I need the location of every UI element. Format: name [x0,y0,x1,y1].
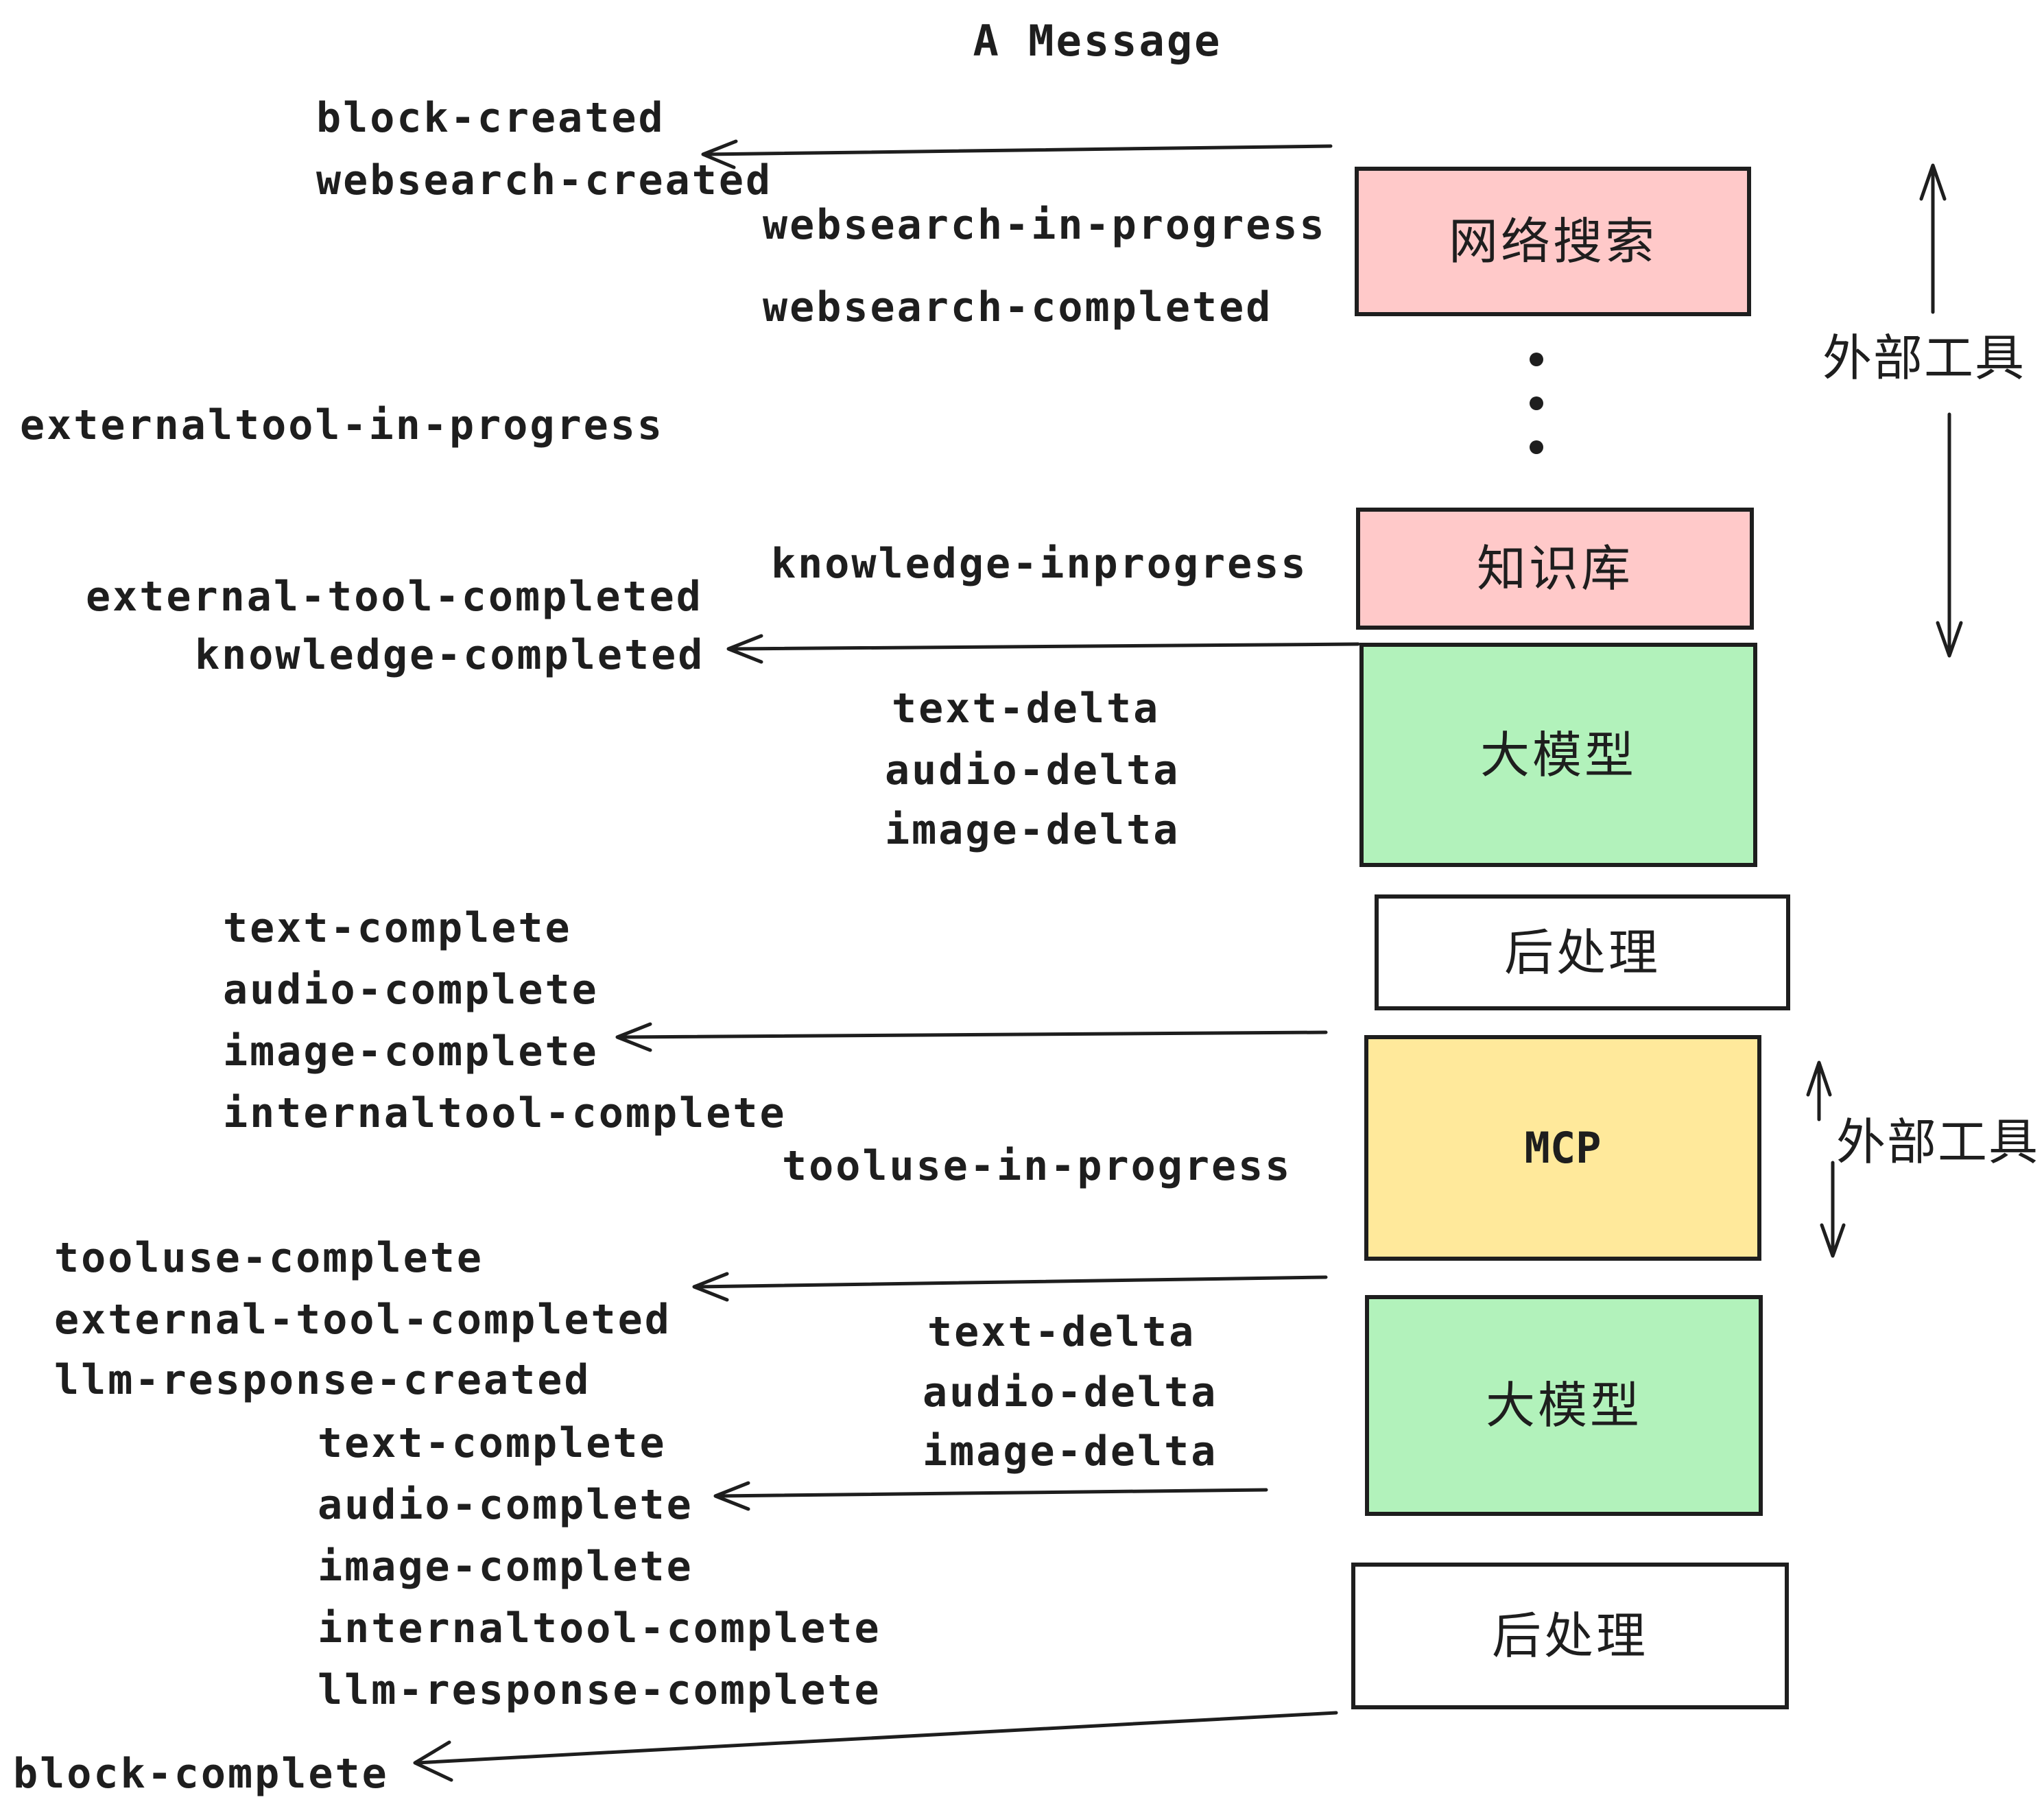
event-label-knowledge-completed: knowledge-completed [195,631,705,680]
event-label-text-delta-1: text-delta [892,685,1161,733]
box-websearch-label: 网络搜索 [1448,213,1657,270]
arrow-line-to-image-complete [619,1030,1328,1039]
diagram-title: A Message [973,16,1222,66]
event-label-text-complete-2: text-complete [318,1419,667,1468]
arrow-line-to-block-complete [415,1711,1338,1765]
event-label-websearch-completed: websearch-completed [763,283,1273,332]
box-postprocess-2-label: 后处理 [1491,1607,1648,1665]
box-llm-2: 大模型 [1365,1295,1763,1516]
ellipsis-dot-2 [1530,396,1543,410]
event-label-tooluse-in-progress: tooluse-in-progress [782,1142,1292,1191]
arrow-head-to-knowledge-completed [726,634,763,664]
arrow-line-to-audio-complete [716,1488,1268,1498]
ellipsis-dot-1 [1530,353,1543,366]
event-label-image-complete-1: image-complete [223,1028,599,1076]
box-knowledge-base: 知识库 [1356,508,1754,630]
arrow-line-to-websearch-created [704,144,1333,156]
event-label-block-complete: block-complete [13,1750,389,1799]
box-mcp-label: MCP [1524,1122,1602,1173]
arrow-head-to-tooluse-complete [692,1272,729,1302]
box-llm-1: 大模型 [1359,643,1757,867]
box-postprocess-1: 后处理 [1375,894,1790,1010]
event-label-llm-response-created: llm-response-created [54,1356,591,1405]
arrow-line-to-knowledge-completed [729,642,1360,651]
arrow-head-to-audio-complete [713,1481,750,1511]
box-mcp: MCP [1364,1035,1761,1261]
event-label-websearch-created: websearch-created [316,156,773,205]
event-label-knowledge-inprogress: knowledge-inprogress [771,540,1308,589]
event-label-external-tool-completed-2: external-tool-completed [54,1296,672,1344]
event-label-external-tool-completed-1: external-tool-completed [86,573,703,621]
event-label-websearch-in-progress: websearch-in-progress [763,201,1327,250]
arrow-head-to-block-complete [413,1740,453,1782]
box-llm-1-label: 大模型 [1479,726,1637,784]
event-label-tooluse-complete: tooluse-complete [54,1234,484,1283]
external-tools-down-arrow-head-2 [1820,1223,1846,1258]
box-knowledge-base-label: 知识库 [1476,540,1633,597]
event-label-internaltool-complete-2: internaltool-complete [318,1604,881,1653]
external-tools-up-arrow-head-2 [1806,1060,1832,1097]
event-label-externaltool-in-progress: externaltool-in-progress [20,401,664,450]
box-websearch: 网络搜索 [1355,167,1751,316]
event-label-audio-complete-1: audio-complete [223,966,599,1014]
event-label-audio-complete-2: audio-complete [318,1481,693,1530]
external-tools-down-arrow-head-1 [1936,621,1963,658]
external-tools-label-2: 外部工具 [1836,1113,2040,1171]
event-label-audio-delta-2: audio-delta [923,1368,1218,1417]
event-label-llm-response-complete: llm-response-complete [318,1666,881,1715]
event-label-image-delta-1: image-delta [885,806,1180,855]
event-label-text-delta-2: text-delta [927,1308,1196,1357]
event-label-audio-delta-1: audio-delta [885,746,1180,795]
external-tools-up-arrow-head-1 [1919,163,1947,201]
external-tools-label-1: 外部工具 [1822,329,2026,387]
arrow-head-to-websearch-created [701,139,738,169]
box-postprocess-1-label: 后处理 [1504,923,1661,982]
event-label-image-delta-2: image-delta [923,1427,1218,1476]
event-label-block-created: block-created [316,94,665,143]
arrow-head-to-image-complete [615,1022,652,1052]
event-label-internaltool-complete-1: internaltool-complete [223,1089,787,1138]
ellipsis-dots [1530,353,1543,454]
box-postprocess-2: 后处理 [1351,1563,1789,1709]
box-llm-2-label: 大模型 [1485,1377,1642,1434]
ellipsis-dot-3 [1530,440,1543,454]
event-label-text-complete-1: text-complete [223,904,572,953]
event-label-image-complete-2: image-complete [318,1543,693,1591]
arrow-line-to-tooluse-complete [695,1275,1328,1289]
